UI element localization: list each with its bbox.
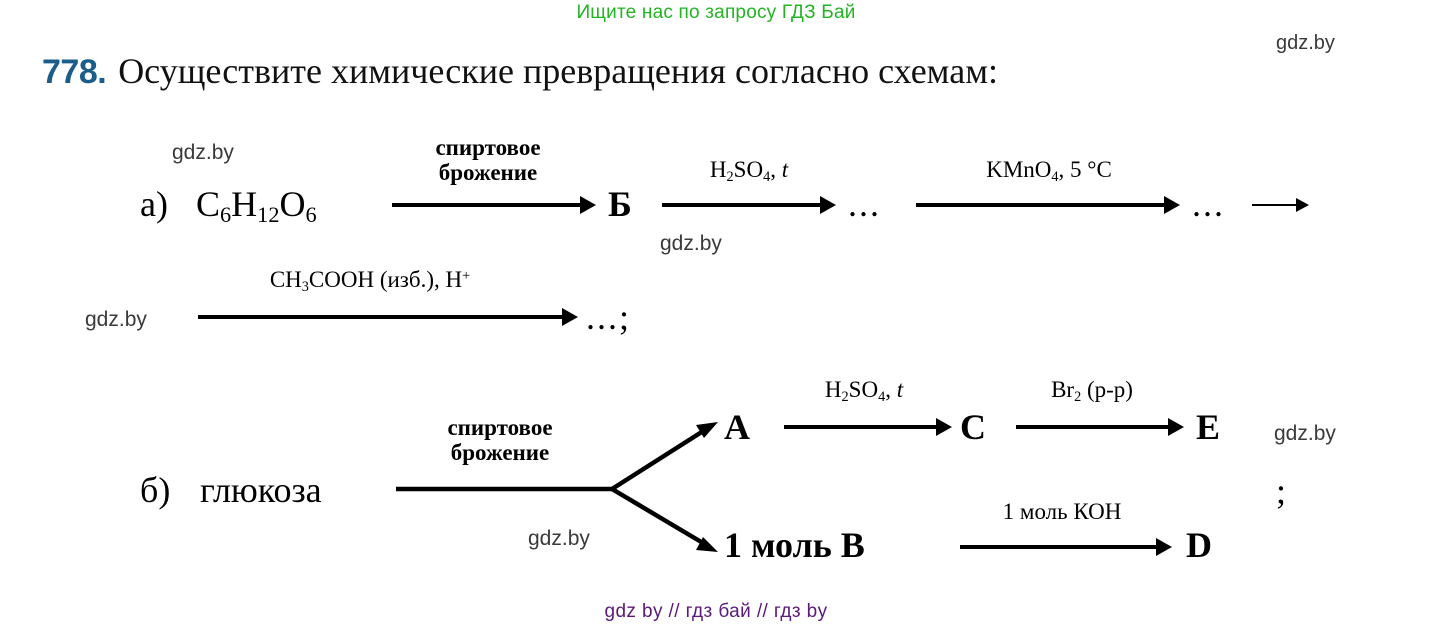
scheme-a-condition-3: KMnO4, 5 °C [986,157,1112,185]
scheme-b-fork-arrows [396,422,718,552]
scheme-b-lower-condition-1: 1 моль КОН [1002,499,1122,524]
scheme-a-product-1: Б [608,184,632,224]
scheme-b-upper-condition-1: H2SO4, t [824,377,904,405]
exercise-title: Осуществите химические превращения согла… [118,51,998,91]
scheme-a-watermark-2: gdz.by [660,232,722,255]
exercise-number: 778. [42,53,107,91]
footer-watermark: gdz by // гдз бай // гдз by [604,601,828,622]
scheme-b-upper-product-c: C [960,407,986,447]
top-banner-watermark: Ищите нас по запросу ГДЗ Бай [576,2,856,23]
scheme-a-arrow-4 [198,308,578,326]
scheme-b-label: б) [140,470,171,510]
scheme-a-watermark-3: gdz.by [85,308,147,331]
scheme-a-condition-4: CH3COOH (изб.), H+ [269,267,471,295]
scheme-a-terminator: ...; [586,297,632,337]
scheme-a-arrow-2 [662,196,836,214]
scheme-b-lower-arrow-1 [960,538,1172,556]
scheme-b-watermark-1: gdz.by [528,527,590,550]
scheme-b-upper-condition-2: Br2 (р-р) [1051,377,1133,405]
scheme-a-continuation-arrow [1252,196,1310,214]
scheme-a-start-formula: C6H12O6 [196,184,317,228]
scheme-b-terminator: ; [1276,471,1287,511]
scheme-b-upper-arrow-2 [1016,418,1184,436]
exercise-heading: 778. Осуществите химические превращения с… [42,50,998,92]
scheme-b-upper-product-e: E [1196,407,1221,447]
scheme-b-watermark-2: gdz.by [1274,422,1336,445]
scheme-a-condition-2: H2SO4, t [709,157,789,185]
scheme-a-label: а) [140,184,168,224]
scheme-a-arrow-1 [392,196,596,214]
scheme-a-product-2: ... [848,184,881,224]
scheme-b-lower-product-d: D [1186,525,1212,565]
scheme-b-start-substance: глюкоза [200,470,322,510]
scheme-a-product-3: ... [1192,184,1225,224]
scheme-b-lower-product-b: 1 моль B [724,525,865,565]
scheme-b-upper-product-a: A [724,407,750,447]
scheme-b-upper-arrow-1 [784,418,952,436]
corner-watermark: gdz.by [1276,32,1335,54]
scheme-a-arrow-3 [916,196,1180,214]
scheme-a-watermark-1: gdz.by [172,141,234,164]
